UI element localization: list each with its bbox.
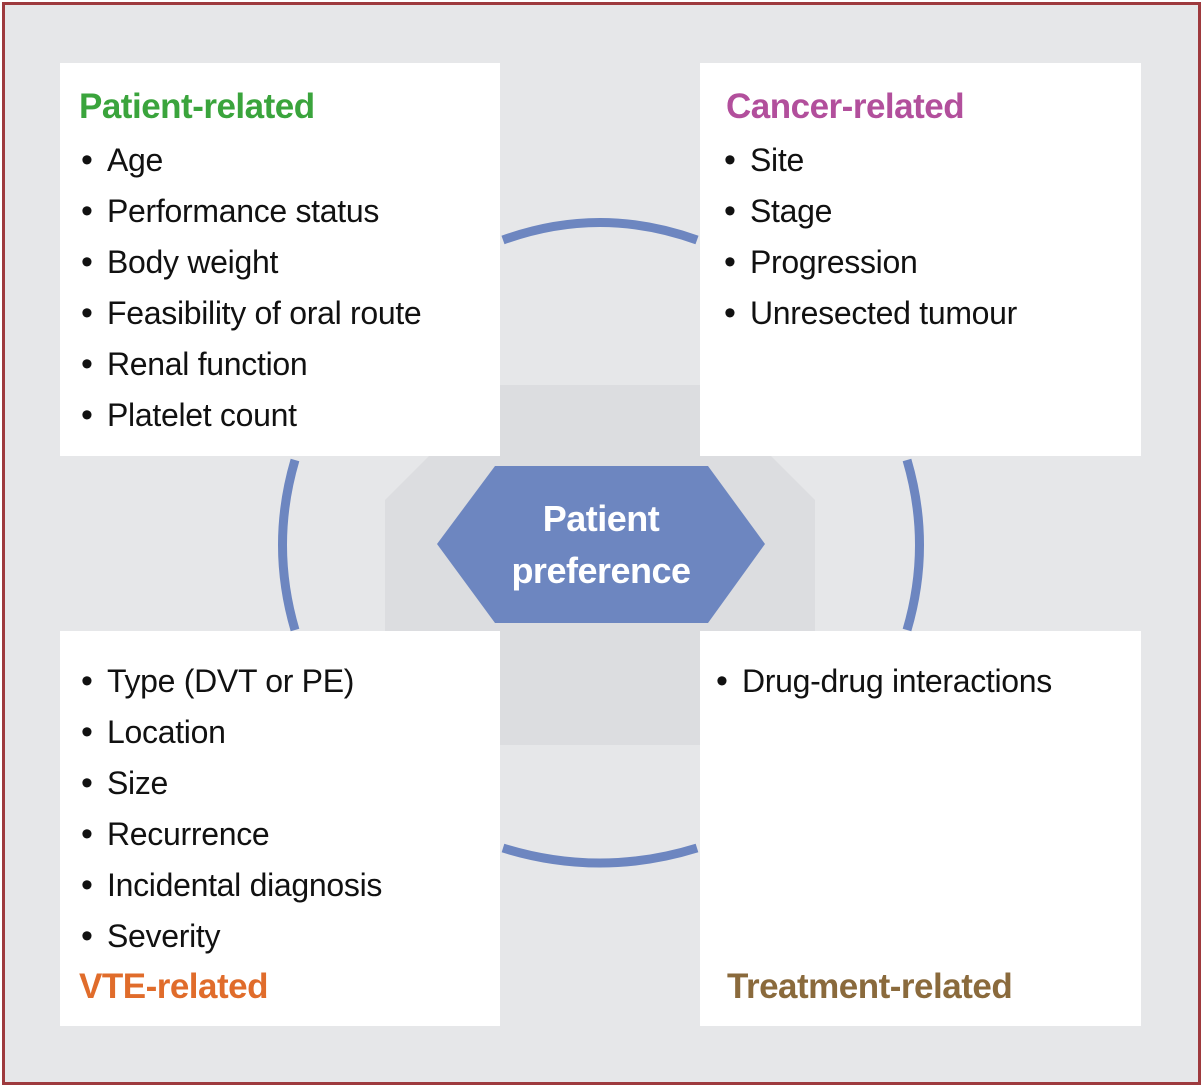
cancer-related-panel: Cancer-related Site Stage Progression Un… bbox=[700, 63, 1141, 456]
list-item: Site bbox=[724, 135, 1017, 186]
treatment-related-title: Treatment-related bbox=[727, 967, 1013, 1006]
list-item: Severity bbox=[81, 911, 382, 962]
list-item: Platelet count bbox=[81, 390, 421, 441]
treatment-related-list: Drug-drug interactions bbox=[716, 656, 1052, 707]
patient-related-panel: Patient-related Age Performance status B… bbox=[60, 63, 500, 456]
center-label-line1: Patient bbox=[542, 497, 660, 539]
cancer-related-title: Cancer-related bbox=[726, 87, 965, 126]
vte-related-list: Type (DVT or PE) Location Size Recurrenc… bbox=[81, 656, 382, 962]
left-arc bbox=[278, 458, 300, 632]
list-item: Feasibility of oral route bbox=[81, 288, 422, 339]
list-item: Recurrence bbox=[81, 809, 382, 860]
treatment-related-panel: Drug-drug interactions Treatment-related bbox=[700, 631, 1141, 1026]
list-item: Drug-drug interactions bbox=[716, 656, 1052, 707]
vte-related-panel: Type (DVT or PE) Location Size Recurrenc… bbox=[60, 631, 500, 1026]
cancer-related-list: Site Stage Progression Unresected tumour bbox=[724, 135, 1017, 339]
list-item: Body weight bbox=[81, 237, 421, 288]
patient-preference-label: Patient preference bbox=[437, 466, 765, 623]
patient-related-title: Patient-related bbox=[79, 87, 315, 126]
list-item: Incidental diagnosis bbox=[81, 860, 382, 911]
bottom-arc bbox=[501, 843, 699, 868]
patient-related-list: Age Performance status Body weight Feasi… bbox=[81, 135, 422, 441]
list-item: Stage bbox=[724, 186, 1017, 237]
list-item: Unresected tumour bbox=[724, 288, 1017, 339]
list-item: Size bbox=[81, 758, 382, 809]
vte-related-title: VTE-related bbox=[79, 967, 269, 1006]
list-item: Type (DVT or PE) bbox=[81, 656, 382, 707]
list-item: Performance status bbox=[81, 186, 421, 237]
top-arc bbox=[501, 218, 699, 245]
list-item: Location bbox=[81, 707, 382, 758]
list-item: Progression bbox=[724, 237, 1017, 288]
right-arc bbox=[902, 458, 924, 632]
list-item: Age bbox=[81, 135, 421, 186]
center-label-line2: preference bbox=[511, 549, 691, 591]
center-hexagon bbox=[437, 466, 765, 623]
list-item: Renal function bbox=[81, 339, 421, 390]
